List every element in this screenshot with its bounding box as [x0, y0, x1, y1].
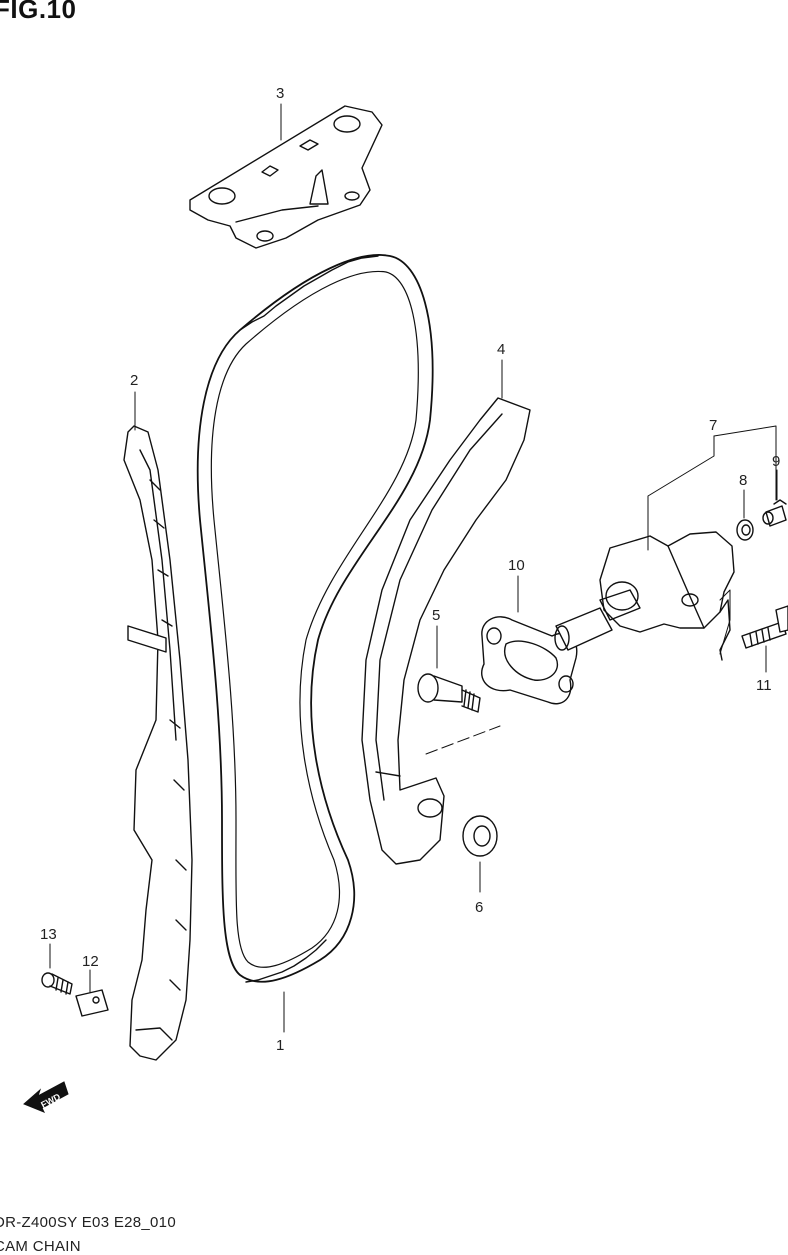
- tensioner-bolt: [741, 605, 788, 649]
- tensioner-arm: [361, 397, 531, 865]
- gasket: [481, 616, 578, 705]
- callout-5: 5: [432, 607, 440, 624]
- callout-10: 10: [508, 557, 525, 574]
- cap-bolt: [762, 499, 787, 527]
- tensioner-adjuster: [554, 531, 735, 661]
- fwd-arrow-icon: FWD: [23, 1081, 69, 1113]
- shoulder-bolt: [417, 673, 481, 713]
- callout-3: 3: [276, 85, 284, 102]
- model-code: DR-Z400SY E03 E28_010: [0, 1214, 176, 1231]
- leader-lines: [49, 103, 778, 1033]
- callout-9: 9: [772, 453, 780, 470]
- section-name: CAM CHAIN: [0, 1238, 81, 1255]
- callout-12: 12: [82, 953, 99, 970]
- callout-11: 11: [756, 677, 772, 694]
- cam-chain: [196, 254, 434, 983]
- callout-7: 7: [709, 417, 717, 434]
- callout-13: 13: [40, 926, 57, 943]
- callout-6: 6: [475, 899, 483, 916]
- chain-guide-plate: [189, 105, 383, 249]
- callout-4: 4: [497, 341, 505, 358]
- screw: [41, 972, 73, 995]
- callout-labels: 1 2 3 4 5 6 7 8 9 10 11 12 13: [40, 85, 780, 1054]
- callout-1: 1: [276, 1037, 284, 1054]
- chain-guide: [123, 425, 193, 1061]
- figure-title: FIG.10: [0, 0, 77, 24]
- callout-8: 8: [739, 472, 747, 489]
- gasket-washer: [736, 519, 754, 541]
- washer: [462, 815, 498, 857]
- retainer: [75, 989, 109, 1017]
- callout-2: 2: [130, 372, 138, 389]
